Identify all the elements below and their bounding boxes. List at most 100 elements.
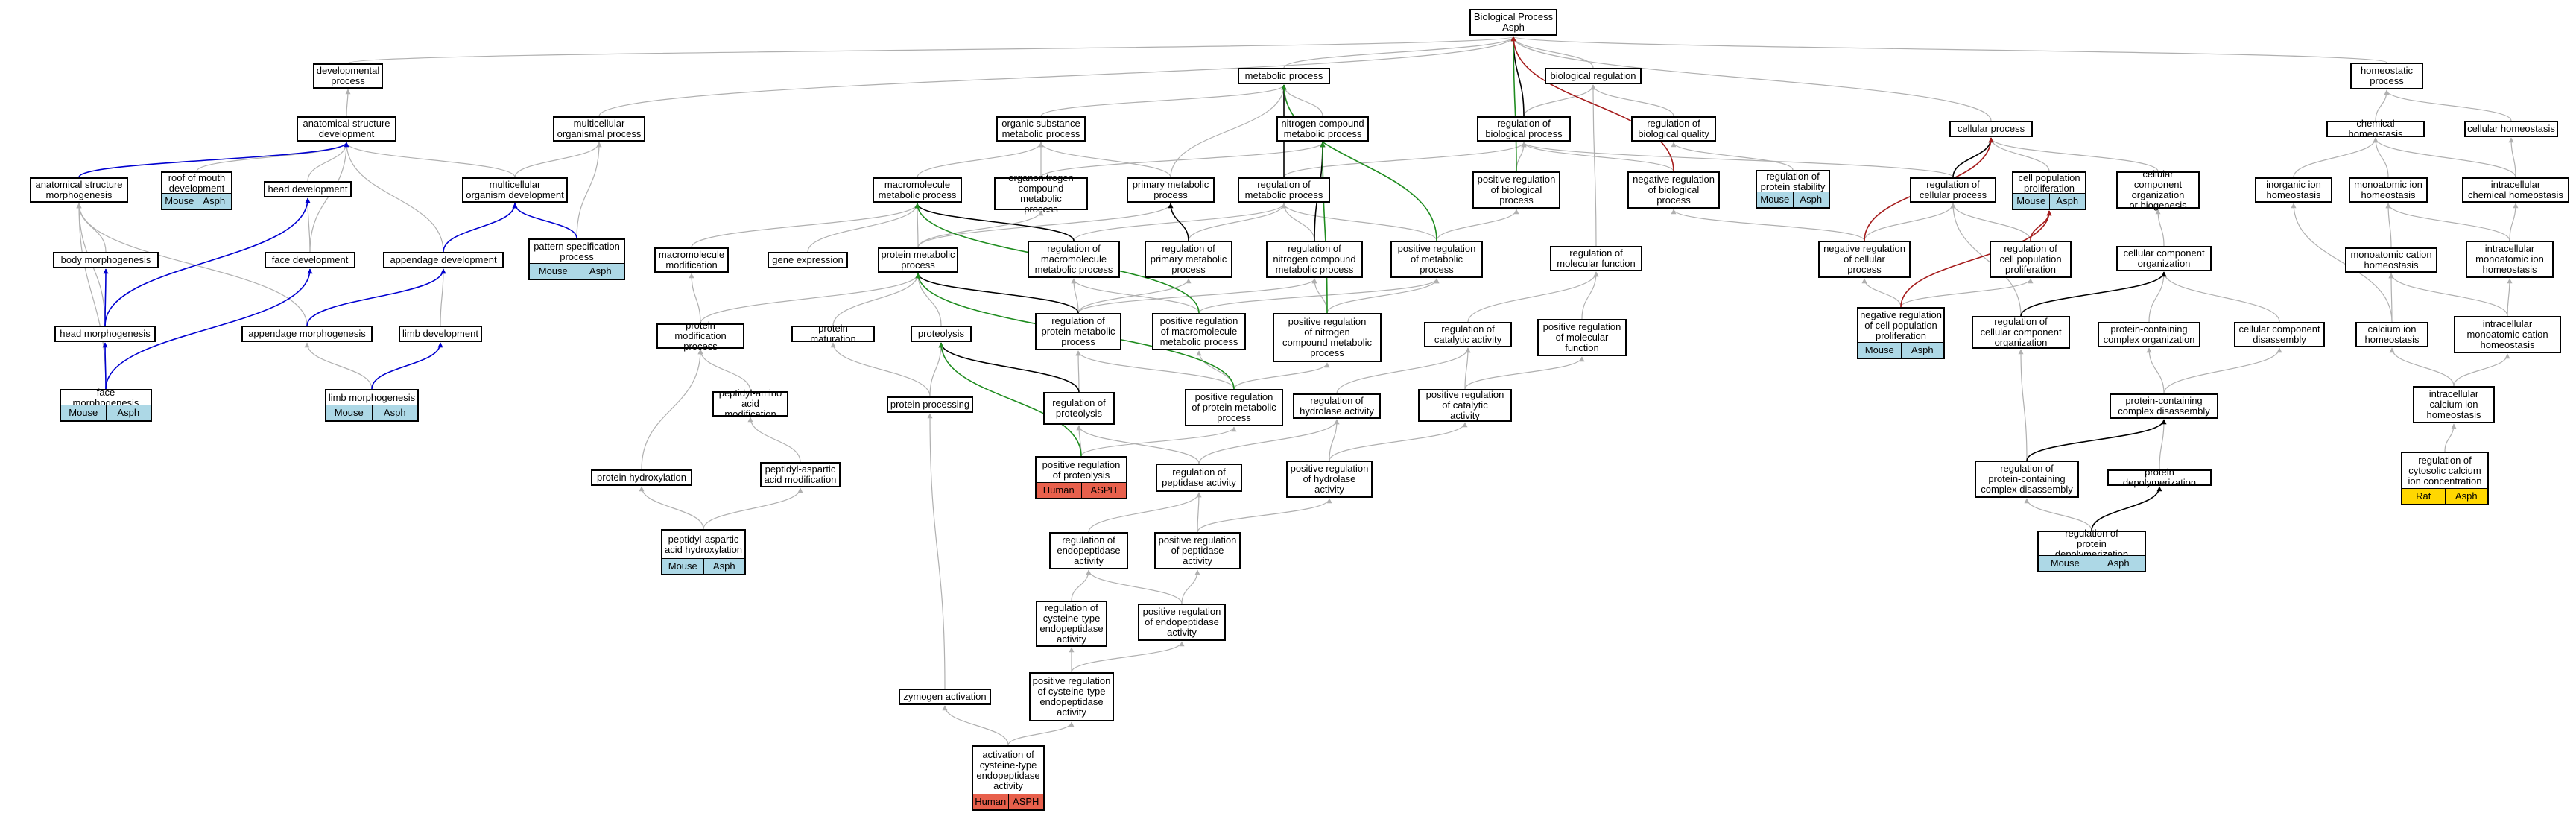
node-macromod[interactable]: macromolecule modification [654, 247, 729, 273]
node-asm[interactable]: anatomical structure morphogenesis [30, 177, 128, 203]
node-label: regulation of endopeptidase activity [1057, 534, 1121, 566]
node-macro[interactable]: macromolecule metabolic process [873, 177, 962, 203]
node-appm[interactable]: appendage morphogenesis [241, 326, 373, 342]
node-peptasp[interactable]: peptidyl-aspartic acid modification [760, 462, 841, 487]
node-monocat[interactable]: monoatomic cation homeostasis [2345, 247, 2437, 273]
edge-gray-regprim-to-regmet [1188, 203, 1287, 241]
node-ccob[interactable]: cellular component organization or bioge… [2116, 169, 2200, 211]
node-regcco[interactable]: regulation of cellular component organiz… [1972, 316, 2070, 349]
node-intracalc[interactable]: intracellular calcium ion homeostasis [2413, 386, 2495, 423]
node-protmod[interactable]: protein modification process [656, 320, 744, 352]
node-cco[interactable]: cellular component organization [2116, 246, 2212, 271]
node-posreghydro[interactable]: positive regulation of hydrolase activit… [1286, 461, 1373, 498]
node-posregendo[interactable]: positive regulation of endopeptidase act… [1138, 604, 1226, 641]
edge-gray-macro-to-orgsub [917, 142, 1044, 178]
node-posregmacro[interactable]: positive regulation of macromolecule met… [1152, 313, 1246, 350]
node-regcat[interactable]: regulation of catalytic activity [1424, 322, 1512, 347]
node-zymo[interactable]: zymogen activation [899, 689, 991, 705]
node-facedev[interactable]: face development [265, 252, 355, 268]
node-geneexp[interactable]: gene expression [768, 252, 848, 268]
node-bp[interactable]: Biological Process Asph [1469, 9, 1557, 36]
node-monoion[interactable]: monoatomic ion homeostasis [2349, 177, 2428, 203]
node-reghydro[interactable]: regulation of hydrolase activity [1293, 393, 1381, 419]
node-regprotmet[interactable]: regulation of protein metabolic process [1035, 313, 1121, 350]
node-posregbp[interactable]: positive regulation of biological proces… [1472, 171, 1560, 209]
node-proteol[interactable]: proteolysis [911, 326, 972, 342]
node-label: intracellular monoatomic ion homeostasis [2475, 243, 2544, 275]
node-homeo[interactable]: homeostatic process [2350, 63, 2423, 89]
node-headdev[interactable]: head development [264, 181, 352, 197]
node-calcium[interactable]: calcium ion homeostasis [2355, 322, 2428, 347]
node-protmet[interactable]: protein metabolic process [878, 247, 958, 273]
node-posregcyst[interactable]: positive regulation of cysteine-type end… [1029, 672, 1114, 721]
node-cellhomeo[interactable]: cellular homeostasis [2464, 121, 2558, 137]
node-inorg[interactable]: inorganic ion homeostasis [2255, 177, 2332, 203]
node-regproteol[interactable]: regulation of proteolysis [1043, 392, 1115, 425]
node-intramonocat[interactable]: intracellular monoatomic cation homeosta… [2454, 316, 2561, 353]
node-regendo[interactable]: regulation of endopeptidase activity [1049, 532, 1128, 569]
node-regbp[interactable]: regulation of biological process [1477, 116, 1571, 142]
node-posregcat[interactable]: positive regulation of catalytic activit… [1418, 389, 1512, 422]
node-metab[interactable]: metabolic process [1238, 68, 1330, 84]
node-orgsub[interactable]: organic substance metabolic process [996, 116, 1086, 142]
node-intrachem[interactable]: intracellular chemical homeostasis [2462, 177, 2569, 203]
edge-gray-calcium-to-monocat [2388, 273, 2394, 323]
node-posregmolfun[interactable]: positive regulation of molecular functio… [1537, 319, 1627, 356]
node-posregnitro[interactable]: positive regulation of nitrogen compound… [1273, 313, 1382, 362]
node-protmat[interactable]: protein maturation [791, 323, 875, 344]
node-negregcellpop[interactable]: negative regulation of cell population p… [1857, 307, 1945, 359]
node-ccdis[interactable]: cellular component disassembly [2234, 322, 2325, 347]
node-regmolfun[interactable]: regulation of molecular function [1550, 246, 1642, 271]
node-regbq[interactable]: regulation of biological quality [1631, 116, 1716, 142]
node-protdepol[interactable]: protein depolymerization [2107, 467, 2212, 488]
node-chemhomeo[interactable]: chemical homeostasis [2326, 118, 2425, 139]
node-headm[interactable]: head morphogenesis [54, 326, 156, 342]
node-asd[interactable]: anatomical structure development [297, 116, 396, 142]
node-prothyd[interactable]: protein hydroxylation [591, 469, 692, 486]
node-regpept[interactable]: regulation of peptidase activity [1156, 464, 1242, 492]
node-cellproc[interactable]: cellular process [1949, 121, 2033, 137]
node-orgnitro[interactable]: organonitrogen compound metabolic proces… [994, 173, 1088, 215]
node-regmacro[interactable]: regulation of macromolecule metabolic pr… [1028, 241, 1120, 278]
node-posregprotmet[interactable]: positive regulation of protein metabolic… [1185, 389, 1283, 426]
node-regnitro[interactable]: regulation of nitrogen compound metaboli… [1266, 241, 1363, 278]
node-posregmet[interactable]: positive regulation of metabolic process [1390, 241, 1483, 278]
node-actcyst[interactable]: activation of cysteine-type endopeptidas… [972, 745, 1045, 811]
node-regcell[interactable]: regulation of cellular process [1910, 177, 1996, 203]
node-regcyst[interactable]: regulation of cysteine-type endopeptidas… [1036, 601, 1107, 647]
node-regprim[interactable]: regulation of primary metabolic process [1145, 241, 1232, 278]
node-negregbp[interactable]: negative regulation of biological proces… [1627, 171, 1720, 209]
node-regpcdis[interactable]: regulation of protein-containing complex… [1975, 461, 2079, 498]
node-intramonoion[interactable]: intracellular monoatomic ion homeostasis [2466, 241, 2554, 278]
node-regmet[interactable]: regulation of metabolic process [1238, 177, 1330, 203]
node-posregpept[interactable]: positive regulation of peptidase activit… [1154, 532, 1241, 569]
node-dev[interactable]: developmental process [313, 63, 383, 89]
node-bioreg[interactable]: biological regulation [1545, 68, 1642, 84]
node-appdev[interactable]: appendage development [383, 252, 504, 268]
node-mop[interactable]: multicellular organismal process [553, 116, 645, 142]
node-peptamino[interactable]: peptidyl-amino acid modification [712, 388, 788, 420]
node-bodym[interactable]: body morphogenesis [53, 252, 159, 268]
annotation-tag-species: Mouse [1757, 192, 1793, 207]
node-pcdis[interactable]: protein-containing complex disassembly [2110, 393, 2218, 419]
node-nitro[interactable]: nitrogen compound metabolic process [1276, 116, 1369, 142]
node-regcellpop[interactable]: regulation of cell population proliferat… [1990, 241, 2072, 278]
node-limbdev[interactable]: limb development [399, 326, 482, 342]
node-negregcell[interactable]: negative regulation of cellular process [1818, 241, 1911, 278]
node-moorg[interactable]: multicellular organism development [462, 177, 568, 203]
node-label: primary metabolic process [1132, 179, 1209, 200]
node-primary[interactable]: primary metabolic process [1127, 177, 1215, 203]
node-pcco[interactable]: protein-containing complex organization [2098, 322, 2200, 347]
node-label: positive regulation of metabolic process [1397, 243, 1476, 275]
node-protproc[interactable]: protein processing [887, 396, 973, 413]
node-regcyto[interactable]: regulation of cytosolic calcium ion conc… [2401, 452, 2489, 505]
